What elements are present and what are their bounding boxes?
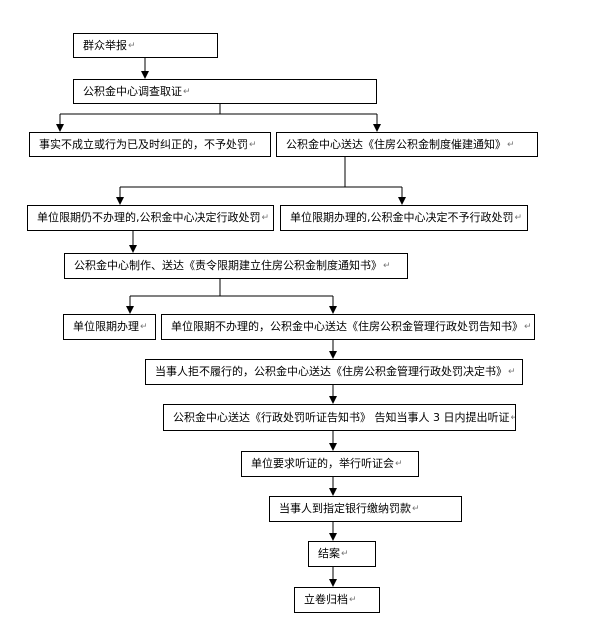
paragraph-mark-icon: ↵ [128,40,136,51]
paragraph-mark-icon: ↵ [524,322,532,332]
node-no-penalty-fact-label: 事实不成立或行为已及时纠正的，不予处罚 [39,137,248,151]
paragraph-mark-icon: ↵ [507,139,515,150]
paragraph-mark-icon: ↵ [412,504,420,514]
node-pay-fine-label: 当事人到指定银行缴纳罚款 [279,502,411,515]
paragraph-mark-icon: ↵ [395,459,403,469]
paragraph-mark-icon: ↵ [349,595,357,605]
node-no-penalty-fact: 事实不成立或行为已及时纠正的，不予处罚↵ [29,132,271,157]
node-overdue-penalty: 单位限期仍不办理的,公积金中心决定行政处罚↵ [27,205,274,231]
node-handled-in-time: 单位限期办理↵ [63,314,156,340]
node-hold-hearing-label: 单位要求听证的，举行听证会 [251,457,394,470]
node-close-case-label: 结案 [318,547,340,560]
node-handled-no-penalty: 单位限期办理的,公积金中心决定不予行政处罚↵ [280,205,528,231]
node-archive: 立卷归档↵ [294,587,380,613]
node-pay-fine: 当事人到指定银行缴纳罚款↵ [269,496,462,522]
paragraph-mark-icon: ↵ [341,549,349,559]
node-investigate: 公积金中心调查取证↵ [73,79,377,104]
node-make-order: 公积金中心制作、送达《责令限期建立住房公积金制度通知书》↵ [64,253,408,279]
paragraph-mark-icon: ↵ [514,213,523,223]
node-send-urge-notice-label: 公积金中心送达《住房公积金制度催建通知》 [286,137,506,151]
paragraph-mark-icon: ↵ [183,86,191,97]
node-send-penalty-notice-label: 单位限期不办理的，公积金中心送达《住房公积金管理行政处罚告知书》 [171,320,523,333]
node-send-urge-notice: 公积金中心送达《住房公积金制度催建通知》↵ [276,132,538,157]
node-make-order-label: 公积金中心制作、送达《责令限期建立住房公积金制度通知书》 [74,259,382,272]
node-investigate-label: 公积金中心调查取证 [83,84,182,98]
node-send-penalty-notice: 单位限期不办理的，公积金中心送达《住房公积金管理行政处罚告知书》↵ [161,314,535,340]
node-send-decision: 当事人拒不履行的，公积金中心送达《住房公积金管理行政处罚决定书》↵ [145,359,523,385]
node-archive-label: 立卷归档 [304,593,348,606]
paragraph-mark-icon: ↵ [511,411,516,425]
paragraph-mark-icon: ↵ [140,322,148,332]
paragraph-mark-icon: ↵ [508,367,516,377]
node-hearing-notice: 公积金中心送达《行政处罚听证告知书》 告知当事人 3 日内提出听证↵ [163,404,516,431]
node-handled-in-time-label: 单位限期办理 [73,320,139,333]
paragraph-mark-icon: ↵ [383,261,391,271]
node-overdue-penalty-label: 单位限期仍不办理的,公积金中心决定行政处罚 [37,211,261,224]
node-close-case: 结案↵ [308,541,376,567]
paragraph-mark-icon: ↵ [249,139,257,150]
node-report-label: 群众举报 [83,38,127,52]
node-send-decision-label: 当事人拒不履行的，公积金中心送达《住房公积金管理行政处罚决定书》 [155,365,507,378]
node-report: 群众举报↵ [73,33,218,58]
node-handled-no-penalty-label: 单位限期办理的,公积金中心决定不予行政处罚 [290,211,514,224]
node-hearing-notice-label: 公积金中心送达《行政处罚听证告知书》 告知当事人 3 日内提出听证 [173,410,510,424]
paragraph-mark-icon: ↵ [261,213,270,223]
node-hold-hearing: 单位要求听证的，举行听证会↵ [241,451,419,477]
